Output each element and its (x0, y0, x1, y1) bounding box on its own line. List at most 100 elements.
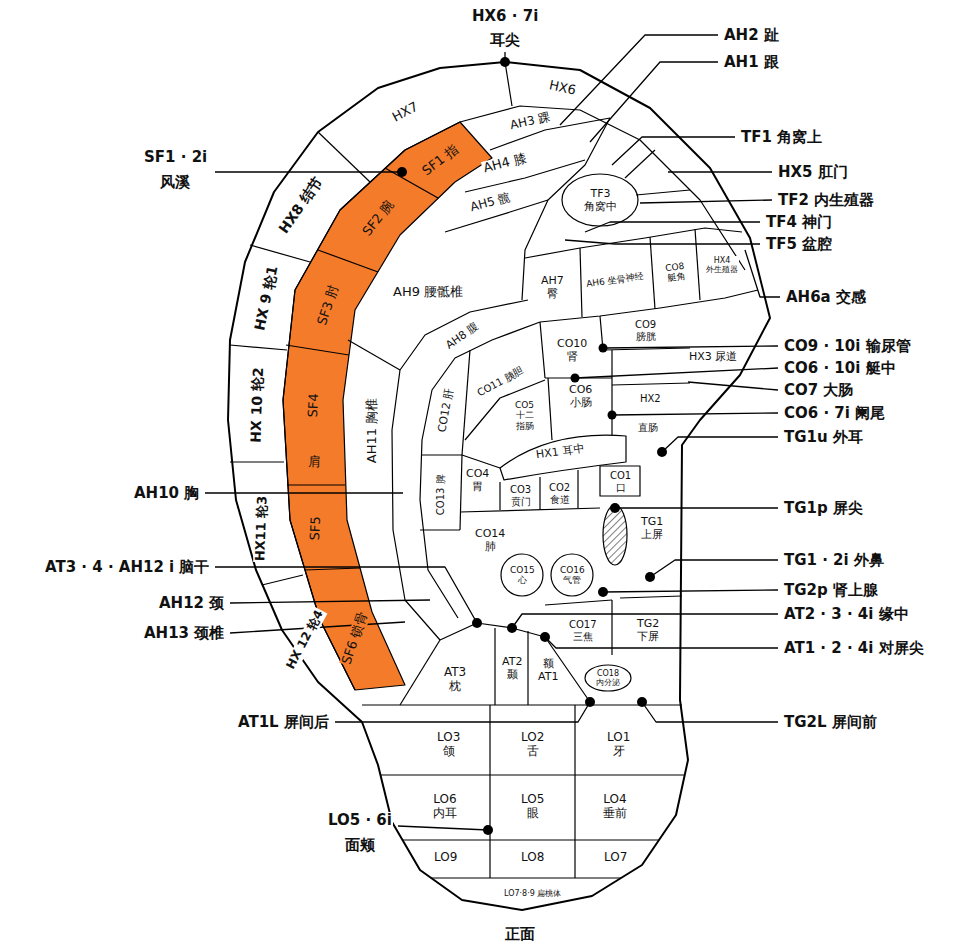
region-label: AH7 (541, 275, 564, 288)
region-border (318, 132, 370, 182)
point-dot (645, 572, 655, 582)
region-border (262, 575, 303, 585)
ear-region: CO9膀胱 (634, 319, 657, 342)
region-border (545, 600, 612, 605)
point-label: CO6 · 7i 阑尾 (783, 405, 886, 422)
region-label: CO6 (569, 384, 592, 397)
region-border (305, 568, 360, 570)
leader-line (560, 35, 718, 125)
ear-region: CO4胃 (465, 468, 490, 493)
leader-line (640, 200, 772, 203)
region-border (603, 505, 627, 565)
region-label: CO10 (557, 338, 587, 351)
leader-line (335, 702, 590, 722)
region-label: AT2 (502, 656, 522, 669)
region-label: HX2 (640, 393, 661, 405)
region-label: 臀 (541, 288, 564, 301)
ear-region: AT3枕 (443, 666, 467, 694)
leader-line (688, 382, 778, 390)
leader-line (585, 222, 760, 232)
region-border (620, 596, 682, 598)
region-border (494, 628, 495, 705)
point-label: 耳尖 (489, 32, 521, 49)
region-border (527, 631, 528, 705)
region-border (625, 150, 655, 178)
ear-region: TG1上屏 (640, 516, 664, 541)
ear-region: TG2下屏 (636, 618, 660, 643)
region-label: TG1 (641, 516, 663, 529)
region-label: 牙 (607, 745, 630, 759)
point-label: TF2 内生殖器 (777, 192, 875, 209)
region-border (422, 455, 500, 468)
ear-region: HX 10 轮2 (247, 366, 266, 444)
ear-outline (228, 62, 770, 910)
region-border (539, 477, 540, 510)
ear-region: HX4外生殖器 (705, 256, 739, 274)
region-border (612, 383, 690, 385)
ear-region: TF3角窝中 (583, 188, 618, 213)
region-border (650, 237, 655, 309)
region-border (505, 62, 512, 106)
ear-region: LO4垂前 (602, 793, 628, 821)
region-border (402, 839, 659, 840)
point-label: 风溪 (159, 174, 191, 191)
point-label: CO7 大肠 (783, 382, 854, 399)
leader-line (612, 137, 735, 165)
point-label: AH12 颈 (158, 595, 225, 612)
ear-region: CO15心 (509, 565, 536, 586)
region-label: CO4 (466, 468, 489, 481)
region-label: SF5 (308, 516, 324, 541)
ear-region: CO2食道 (548, 482, 571, 505)
leader-line (612, 413, 778, 415)
region-border (501, 554, 543, 596)
region-label: LO3 (437, 731, 460, 745)
region-label: 气管 (560, 575, 585, 585)
region-label: CO1 (610, 470, 631, 482)
caption: 正面 (504, 926, 536, 943)
ear-region: CO3贲门 (509, 484, 532, 507)
leader-line (565, 240, 760, 244)
point-label: AH6a 交感 (785, 289, 867, 306)
region-label: 额 (538, 658, 558, 671)
ear-region: AT2颞 (501, 656, 523, 681)
ear-region: AH11 胸椎 (365, 397, 380, 464)
region-border (525, 228, 742, 258)
region-border (499, 482, 500, 510)
leader-line (642, 702, 778, 722)
region-border (230, 345, 287, 350)
region-border (460, 508, 600, 512)
region-border (611, 350, 612, 440)
region-border (431, 877, 621, 878)
ear-region: 直肠 (637, 422, 659, 434)
point-dot (540, 632, 550, 642)
region-label: LO7 (604, 851, 627, 865)
region-border (489, 705, 490, 878)
region-label: 垂前 (603, 807, 627, 821)
point-label: TG2p 肾上腺 (783, 582, 879, 599)
region-label: 心 (510, 575, 535, 585)
region-label: 肾 (557, 351, 587, 364)
region-border (577, 470, 578, 508)
region-label: 十二指肠 (515, 410, 534, 431)
region-label: 贲门 (510, 496, 531, 508)
region-border (420, 529, 460, 530)
ear-region: HX11 轮3 (253, 494, 270, 562)
region-border (500, 435, 626, 480)
region-label: LO9 (434, 851, 457, 865)
region-border (287, 484, 345, 485)
region-label: LO8 (521, 851, 544, 865)
region-label: HX11 轮3 (253, 495, 270, 561)
region-label: CO5 (515, 400, 534, 410)
region-label: 直肠 (638, 422, 658, 434)
region-label: 口 (610, 482, 631, 494)
region-border (580, 248, 582, 317)
point-label: TG2L 屏间前 (783, 714, 878, 731)
region-label: TG2 (637, 618, 659, 631)
ear-region: CO8艇角 (664, 261, 688, 284)
region-border (362, 704, 682, 705)
ear-region: AH9 腰骶椎 (392, 285, 464, 300)
region-label: CO3 (510, 484, 531, 496)
point-label: CO9 · 10i 输尿管 (783, 338, 912, 355)
region-label: AT3 (444, 666, 466, 680)
ear-region: CO18内分泌 (595, 669, 621, 687)
